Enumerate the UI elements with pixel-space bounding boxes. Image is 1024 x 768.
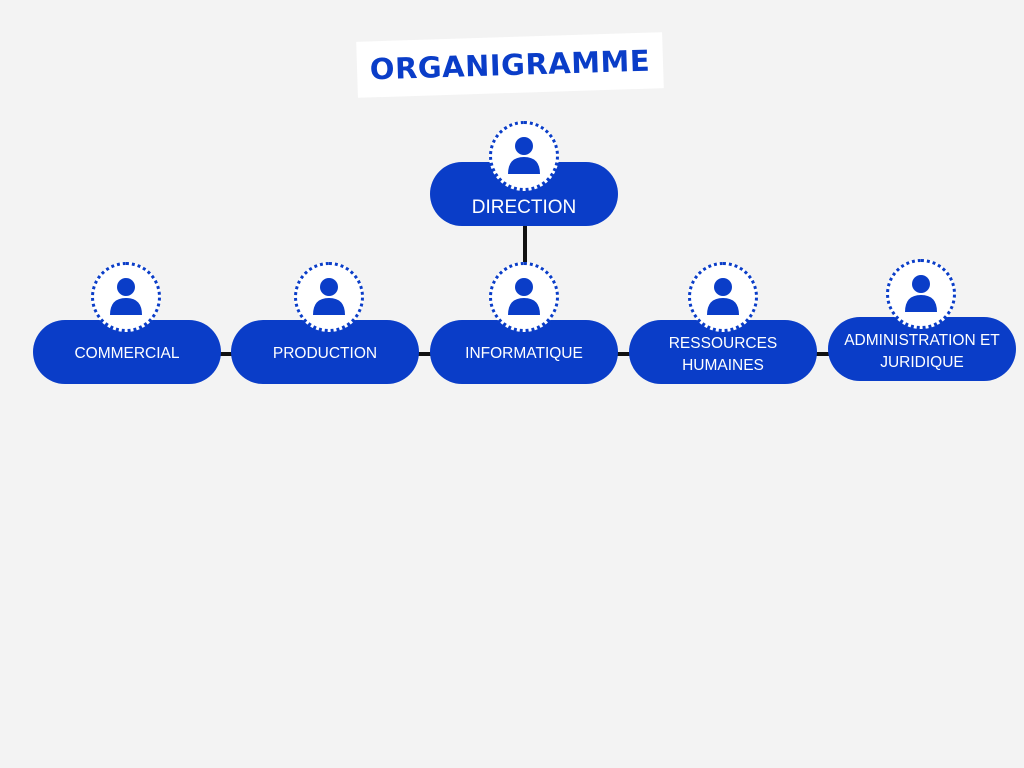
title-banner: ORGANIGRAMME: [356, 32, 664, 98]
node-label-direction: DIRECTION: [471, 197, 577, 218]
node-label-production: PRODUCTION: [272, 345, 378, 362]
node-label-commercial: COMMERCIAL: [74, 345, 180, 362]
edge-direction-informatique: [523, 226, 527, 262]
edge-informatique-ressources-humaines: [606, 352, 636, 356]
person-icon: [91, 262, 161, 332]
person-icon: [688, 262, 758, 332]
edge-commercial-production: [207, 352, 239, 356]
node-commercial: COMMERCIAL: [33, 320, 221, 384]
person-icon: [489, 262, 559, 332]
person-icon: [489, 121, 559, 191]
node-label-ressources-humaines: RESSOURCES HUMAINES: [668, 335, 778, 374]
person-icon: [294, 262, 364, 332]
person-icon: [886, 259, 956, 329]
edge-ressources-humaines-administration-juridique: [805, 352, 839, 356]
node-label-informatique: INFORMATIQUE: [465, 345, 583, 362]
chart-title: ORGANIGRAMME: [369, 43, 651, 87]
edge-production-informatique: [406, 352, 442, 356]
node-label-administration-juridique: ADMINISTRATION ET JURIDIQUE: [844, 332, 1000, 371]
